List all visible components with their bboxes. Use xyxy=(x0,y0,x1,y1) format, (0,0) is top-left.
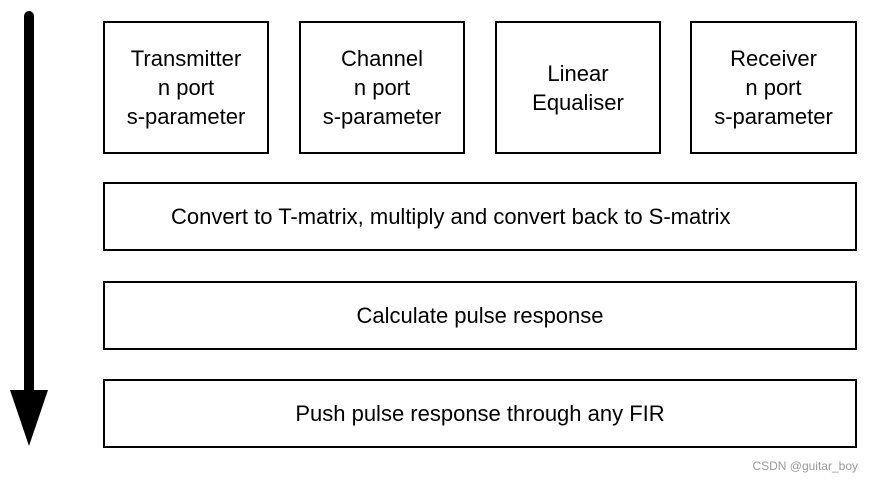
flow-down-arrow xyxy=(10,11,48,446)
convert-matrix-label: Convert to T-matrix, multiply and conver… xyxy=(171,203,731,229)
fir-label: Push pulse response through any FIR xyxy=(295,400,665,426)
transmitter-line-3: s-parameter xyxy=(126,104,246,129)
watermark: CSDN @guitar_boy xyxy=(752,459,858,473)
receiver-line-2: n port xyxy=(745,75,802,100)
pulse-response-label: Calculate pulse response xyxy=(356,302,604,328)
receiver-line-3: s-parameter xyxy=(714,104,833,129)
transmitter-label: Transmitter n port s-parameter xyxy=(127,44,246,131)
equaliser-label: Linear Equaliser xyxy=(532,59,624,117)
transmitter-line-1: Transmitter xyxy=(130,46,242,71)
equaliser-line-2: Equaliser xyxy=(532,89,624,115)
channel-line-2: n port xyxy=(353,75,411,100)
receiver-label: Receiver n port s-parameter xyxy=(714,44,833,131)
channel-label: Channel n port s-parameter xyxy=(323,44,442,131)
receiver-block: Receiver n port s-parameter xyxy=(690,21,857,154)
transmitter-line-2: n port xyxy=(157,75,215,100)
channel-line-3: s-parameter xyxy=(322,104,442,129)
equaliser-block: Linear Equaliser xyxy=(495,21,661,154)
convert-matrix-step: Convert to T-matrix, multiply and conver… xyxy=(103,182,857,251)
receiver-line-1: Receiver xyxy=(730,46,817,71)
fir-step: Push pulse response through any FIR xyxy=(103,379,857,448)
pulse-response-step: Calculate pulse response xyxy=(103,281,857,350)
channel-line-1: Channel xyxy=(341,46,423,71)
arrow-head xyxy=(10,390,48,446)
channel-block: Channel n port s-parameter xyxy=(299,21,465,154)
transmitter-block: Transmitter n port s-parameter xyxy=(103,21,269,154)
equaliser-line-1: Linear xyxy=(547,60,609,86)
